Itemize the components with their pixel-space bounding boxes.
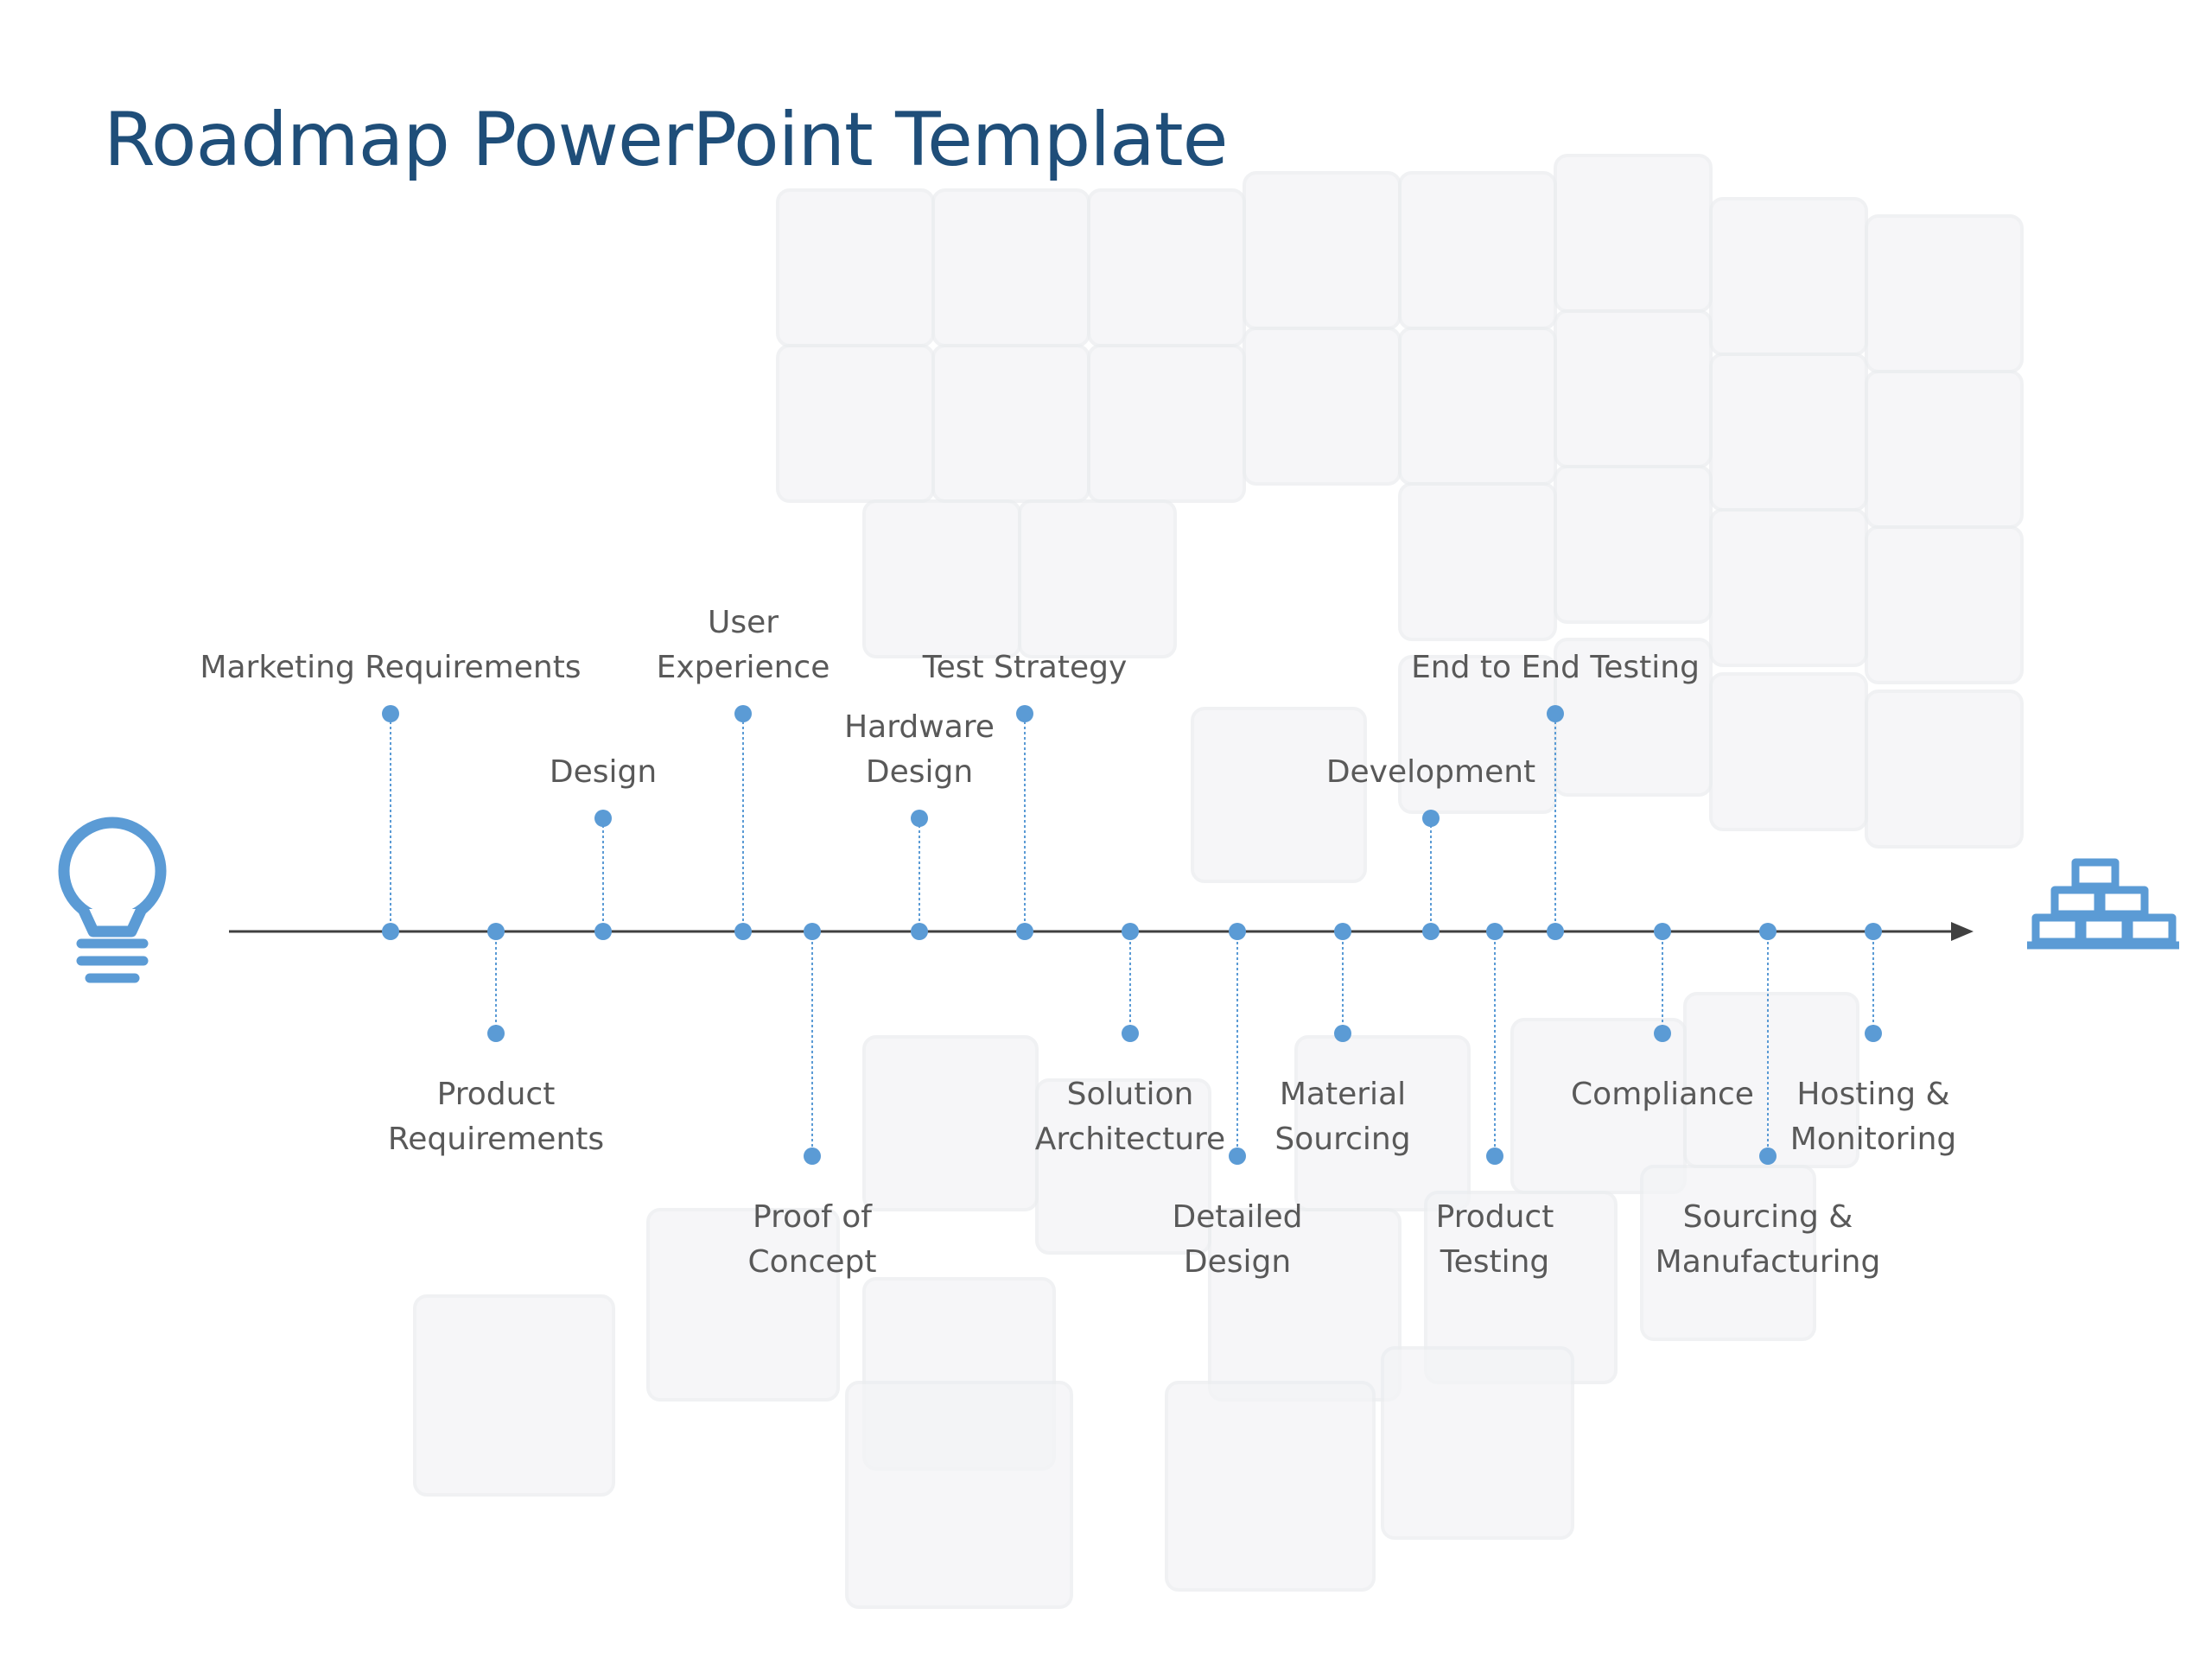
milestone-14: Compliance: [1571, 923, 1754, 1112]
milestone-16: Hosting &Monitoring: [1790, 923, 1957, 1157]
axis-dot: [382, 923, 399, 940]
axis-dot: [1547, 923, 1564, 940]
axis-dot: [1122, 923, 1139, 940]
milestone-dot: [1654, 1025, 1671, 1042]
axis-dot: [1334, 923, 1351, 940]
axis-dot: [1016, 923, 1033, 940]
milestone-dot: [487, 1025, 505, 1042]
axis-dot: [1486, 923, 1503, 940]
milestone-dot: [1865, 1025, 1882, 1042]
milestone-dot: [594, 810, 612, 827]
axis-dot: [1865, 923, 1882, 940]
milestone-label: Development: [1326, 754, 1535, 790]
milestone-dot: [1759, 1147, 1777, 1165]
axis-dot: [911, 923, 928, 940]
milestone-label: Hosting &Monitoring: [1790, 1077, 1957, 1157]
milestone-dot: [1486, 1147, 1503, 1165]
milestone-dot: [911, 810, 928, 827]
milestone-dot: [1334, 1025, 1351, 1042]
milestone-7: Test Strategy: [922, 650, 1128, 940]
milestone-dot: [1016, 705, 1033, 722]
milestone-label: Test Strategy: [922, 650, 1128, 685]
milestone-15: Sourcing &Manufacturing: [1656, 923, 1881, 1280]
milestone-label: Sourcing &Manufacturing: [1656, 1199, 1881, 1280]
milestone-13: End to End Testing: [1411, 650, 1700, 940]
milestone-dot: [1547, 705, 1564, 722]
milestone-label: Marketing Requirements: [200, 650, 581, 685]
axis-dot: [734, 923, 752, 940]
gold-bars-icon: [2027, 858, 2179, 950]
timeline-arrowhead: [1951, 922, 1974, 941]
milestone-label: End to End Testing: [1411, 650, 1700, 685]
milestone-dot: [804, 1147, 821, 1165]
milestone-dot: [1422, 810, 1440, 827]
axis-dot: [594, 923, 612, 940]
milestone-dot: [1122, 1025, 1139, 1042]
axis-dot: [1229, 923, 1246, 940]
milestone-dot: [382, 705, 399, 722]
axis-dot: [804, 923, 821, 940]
axis-dot: [1422, 923, 1440, 940]
milestone-label: Compliance: [1571, 1077, 1754, 1112]
axis-dot: [1654, 923, 1671, 940]
axis-dot: [1759, 923, 1777, 940]
milestone-3: Design: [550, 754, 657, 940]
lightbulb-icon: [58, 817, 167, 983]
milestone-label: Design: [550, 754, 657, 790]
milestone-dot: [734, 705, 752, 722]
milestone-dot: [1229, 1147, 1246, 1165]
milestone-11: Development: [1326, 754, 1535, 940]
page-title: Roadmap PowerPoint Template: [104, 97, 1228, 183]
milestone-1: Marketing Requirements: [200, 650, 582, 940]
axis-dot: [487, 923, 505, 940]
